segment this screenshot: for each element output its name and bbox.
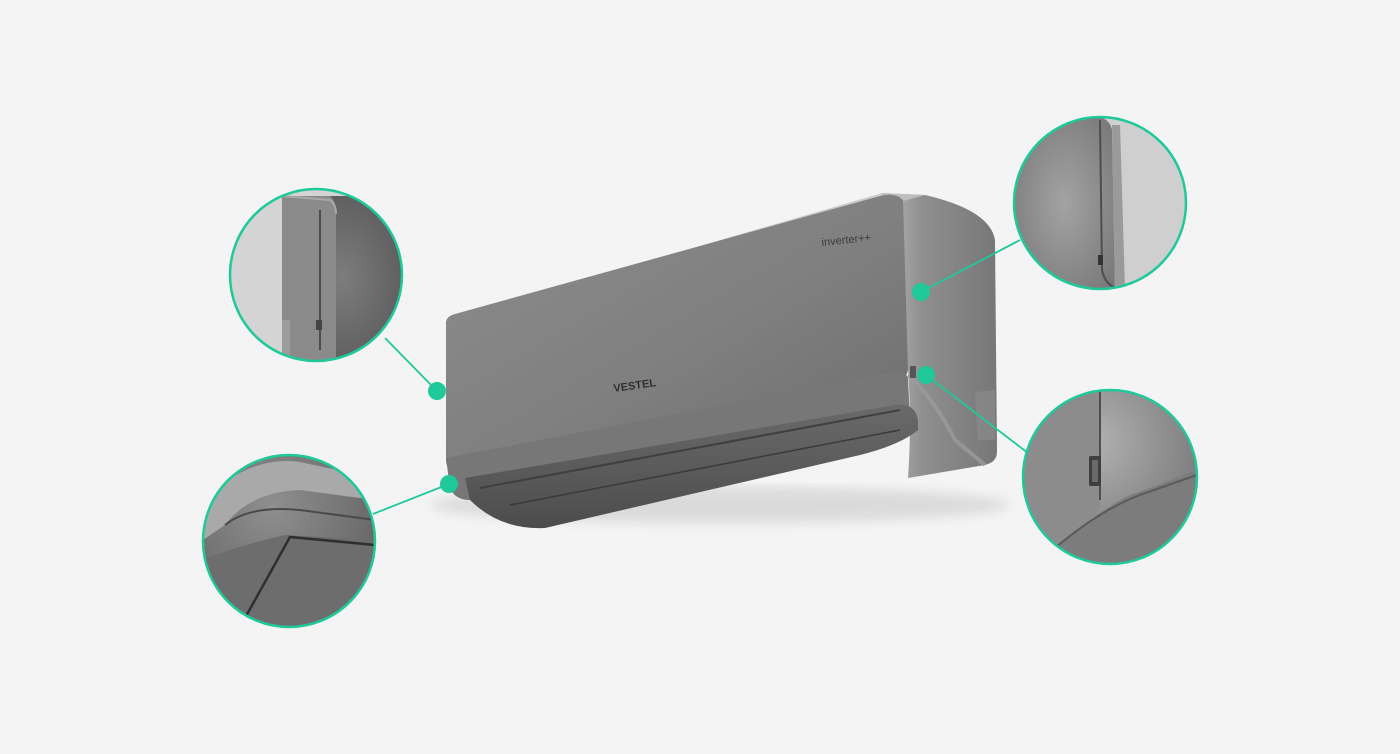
- callout-top-right-side-detail: [1012, 115, 1188, 291]
- connector-top-right: [920, 239, 1021, 293]
- callout-dots: [428, 283, 935, 493]
- callout-dot-bottom-left[interactable]: [440, 475, 458, 493]
- callout-dot-top-left[interactable]: [428, 382, 446, 400]
- unit-bottom-louver: [465, 404, 918, 529]
- side-curve-highlight: [906, 373, 987, 467]
- callout-dot-bottom-right[interactable]: [917, 366, 935, 384]
- indicator-window: [910, 366, 916, 378]
- connector-bottom-right: [925, 374, 1029, 454]
- side-access-panel: [975, 390, 995, 440]
- callout-bottom-left-corner-detail: [201, 453, 377, 629]
- callout-connectors: [372, 239, 1029, 515]
- callout-bottom-right-side-detail: [1021, 388, 1199, 566]
- air-conditioner-unit: VESTEL inverter++: [446, 193, 997, 529]
- brand-label: VESTEL: [613, 377, 657, 395]
- louver-line: [479, 409, 901, 489]
- louver-line-2: [509, 429, 901, 506]
- callout-top-left-corner-detail: [228, 187, 404, 363]
- connector-top-left: [384, 337, 438, 392]
- callout-dot-top-right[interactable]: [912, 283, 930, 301]
- inverter-badge: inverter++: [821, 232, 872, 249]
- connector-bottom-left: [372, 483, 450, 515]
